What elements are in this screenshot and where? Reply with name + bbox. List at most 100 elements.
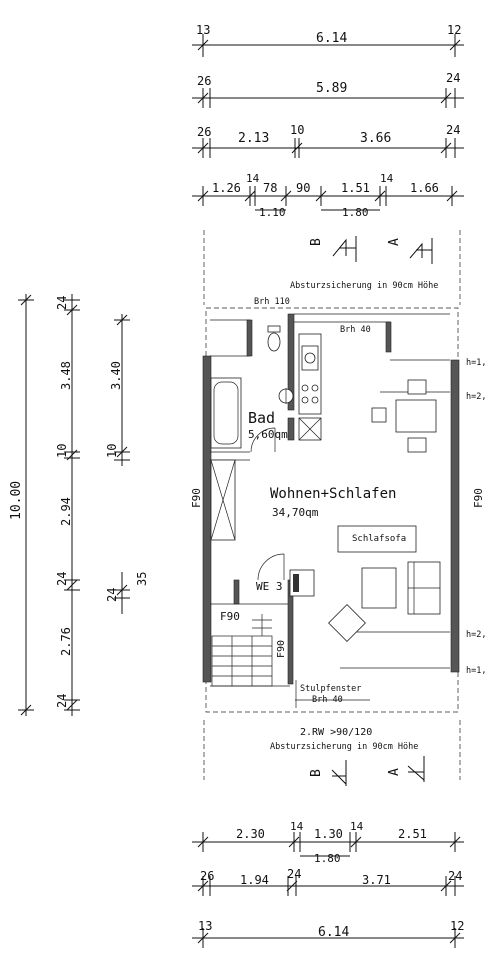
fire-rating-label: F90 — [276, 640, 287, 658]
dim-label: 26 — [197, 74, 211, 88]
dim-label: 14 — [350, 820, 364, 833]
dim-label: 1.10 — [259, 206, 286, 219]
unit-label: WE 3 — [256, 580, 283, 593]
sofa-label: Schlafsofa — [352, 534, 406, 544]
fire-rating-label: F90 — [472, 488, 485, 508]
section-label: A — [387, 768, 402, 776]
dim-label: 3.66 — [360, 131, 391, 146]
dim-label: 24 — [446, 123, 460, 137]
dim-label: 24 — [448, 869, 462, 883]
dim-label: 24 — [446, 71, 460, 85]
dim-label: 24 — [55, 694, 69, 708]
window-sill-label: Brh 110 — [254, 297, 290, 307]
window-sill-label: Brh 40 — [312, 695, 343, 705]
bath-room-name: Bad — [248, 409, 275, 427]
dim-label: 12 — [447, 23, 461, 37]
dim-label: 1.26 — [212, 181, 241, 195]
height-label: h=1,0 — [466, 358, 487, 368]
section-label: B — [309, 769, 324, 777]
dim-label: 10 — [55, 444, 69, 458]
dim-label: 90 — [296, 181, 310, 195]
top-dimension-row-4: 1.26 14 78 90 1.51 14 1.66 1.10 1.80 — [192, 172, 464, 219]
fall-protection-label: Absturzsicherung in 90cm Höhe — [290, 281, 438, 291]
dim-label: 24 — [287, 867, 301, 881]
dim-label: 24 — [55, 296, 69, 310]
dim-label: 1.80 — [314, 852, 341, 865]
dim-label: 2.30 — [236, 827, 265, 841]
dim-label: 24 — [105, 588, 119, 602]
section-marker-b-top: B — [309, 236, 357, 262]
dim-label: 14 — [246, 172, 260, 185]
fall-protection-label: Absturzsicherung in 90cm Höhe — [270, 742, 418, 752]
dim-label: 26 — [200, 869, 214, 883]
bathtub — [210, 377, 242, 449]
dim-label: 13 — [198, 919, 212, 933]
coffee-table — [361, 567, 397, 609]
toilet — [267, 325, 281, 352]
height-label: h=2,0 — [466, 630, 487, 640]
dim-label: 24 — [55, 572, 69, 586]
sink — [278, 388, 294, 404]
section-marker-a-bottom: A — [387, 756, 425, 782]
sofa-bed: Schlafsofa — [337, 525, 417, 553]
dim-label: 1.94 — [240, 873, 269, 887]
height-label: h=2,0 — [466, 392, 487, 402]
left-dimension-inner: 3.40 10 24 35 — [105, 314, 149, 614]
section-label: A — [387, 238, 402, 246]
top-dimension-row-1: 13 6.14 12 — [192, 23, 464, 57]
dim-label: 14 — [290, 820, 304, 833]
dim-label: 3.71 — [362, 873, 391, 887]
left-dimension-chain: 24 3.48 10 2.94 24 2.76 24 — [55, 294, 80, 716]
entry-door-arc — [257, 553, 285, 581]
dim-label: 1.51 — [341, 181, 370, 195]
dim-label: 3.48 — [59, 361, 73, 390]
dim-label: 1.80 — [342, 206, 369, 219]
fire-rating-label: F90 — [220, 610, 240, 623]
bath-room-area: 5,60qm — [248, 428, 288, 441]
dim-label: 2.13 — [238, 131, 269, 146]
bottom-dimension-row-3: 13 6.14 12 — [192, 919, 464, 948]
bath-door-arc — [250, 427, 276, 453]
dim-label: 14 — [380, 172, 394, 185]
top-dimension-row-2: 26 5.89 24 — [192, 71, 464, 108]
kitchen-unit — [298, 333, 322, 441]
left-dimension-total: 10.00 — [9, 294, 34, 716]
top-dimension-row-3: 26 2.13 10 3.66 24 — [192, 123, 464, 158]
dim-label: 10 — [290, 123, 304, 137]
dim-label: 1.66 — [410, 181, 439, 195]
dim-label: 2.76 — [59, 627, 73, 656]
window-left — [210, 459, 236, 541]
window-type-label: Stulpfenster — [300, 684, 361, 694]
dim-label: 26 — [197, 125, 211, 139]
living-room-name: Wohnen+Schlafen — [270, 486, 396, 502]
side-table — [328, 604, 366, 642]
section-marker-b-bottom: B — [309, 760, 347, 786]
dim-label: 1.30 — [314, 827, 343, 841]
bottom-dimension-row-1: 2.30 14 1.30 14 2.51 1.80 — [192, 820, 464, 865]
armchair — [407, 561, 441, 615]
staircase — [211, 614, 273, 687]
height-label: h=1,0 — [466, 666, 487, 676]
window-sill-label: Brh 40 — [340, 325, 371, 335]
section-label: B — [309, 238, 324, 246]
dim-label: 3.40 — [109, 361, 123, 390]
dim-label: 2.51 — [398, 827, 427, 841]
dim-label: 13 — [196, 23, 210, 37]
living-room-area: 34,70qm — [272, 506, 319, 519]
dining-table — [371, 379, 437, 453]
dim-label: 5.89 — [316, 81, 347, 96]
escape-route-label: 2.RW >90/120 — [300, 727, 372, 738]
dim-label: 10 — [105, 444, 119, 458]
dim-label: 6.14 — [316, 31, 347, 46]
dim-label: 2.94 — [59, 497, 73, 526]
section-marker-a-top: A — [387, 238, 433, 264]
floor-plan-walls — [202, 307, 460, 713]
bottom-dimension-row-2: 26 1.94 24 3.71 24 — [192, 867, 464, 896]
dim-label: 78 — [263, 181, 277, 195]
dim-label: 12 — [450, 919, 464, 933]
fire-rating-label: F90 — [190, 488, 203, 508]
dim-label: 35 — [135, 572, 149, 586]
dim-label: 6.14 — [318, 925, 349, 940]
dim-label: 10.00 — [9, 481, 24, 520]
